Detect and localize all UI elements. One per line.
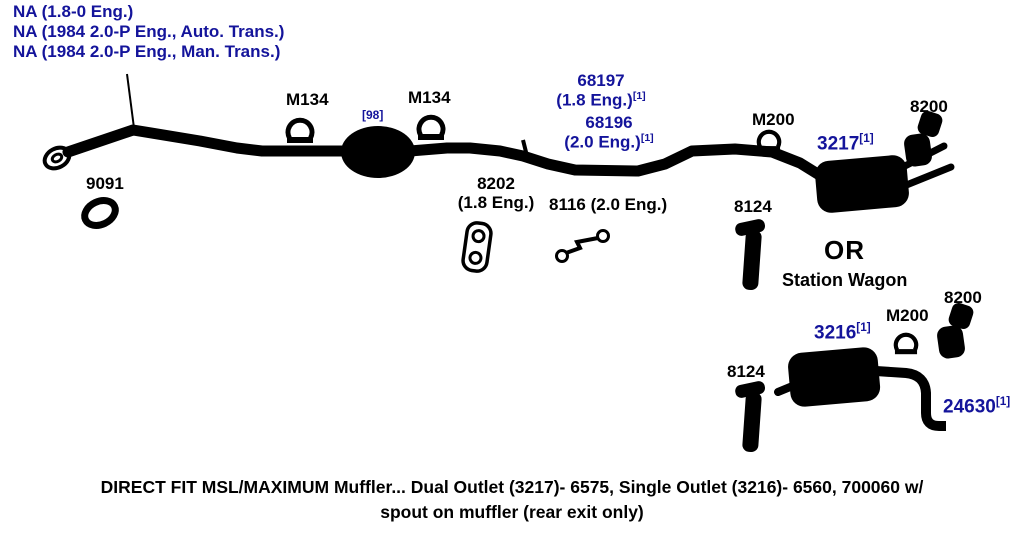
label-8124-top: 8124 [734,197,772,216]
label-68197-engine: (1.8 Eng.)[1] [535,89,667,110]
clamp-m134-right-icon [416,114,446,140]
label-or: OR [824,235,865,265]
label-3217: 3217[1] [817,132,874,155]
drawing-root [42,73,974,453]
label-3217-footnote: [1] [859,132,874,145]
footer-caption-line-2: spout on muffler (rear exit only) [380,502,644,522]
label-9091: 9091 [86,174,124,193]
hanger-8202-icon [461,221,493,273]
label-68197-engine-text: (1.8 Eng.) [556,90,633,110]
label-m200-top: M200 [752,110,795,129]
hanger-8124-top-icon [735,219,766,291]
clamp-m134-left-icon [285,117,315,143]
label-68196-engine-text: (2.0 Eng.) [564,132,641,152]
label-m200-bottom: M200 [886,306,929,325]
label-3216-footnote: [1] [856,321,871,334]
engine-note-3: NA (1984 2.0-P Eng., Man. Trans.) [13,42,281,61]
muffler-3217-icon [815,155,909,213]
label-68196-number: 68196 [585,113,633,132]
engine-note-2: NA (1984 2.0-P Eng., Auto. Trans.) [13,22,285,41]
label-8202-number: 8202 [477,174,515,193]
front-pipe [62,124,351,158]
clamp-m200-bottom-icon [893,332,919,355]
label-68197: 68197 (1.8 Eng.)[1] [535,71,667,110]
label-m134-left: M134 [286,90,329,109]
hanger-8116-icon [555,229,610,263]
label-68197-number: 68197 [577,71,625,90]
label-8200-top: 8200 [910,97,948,116]
label-8124-bottom: 8124 [727,362,765,381]
footer-caption-line-1: DIRECT FIT MSL/MAXIMUM Muffler... Dual O… [100,477,924,497]
label-m134-right: M134 [408,88,451,107]
hanger-8200-bottom-icon [937,303,974,359]
label-3217-number: 3217 [817,133,860,155]
label-3216-number: 3216 [814,322,857,344]
clamp-m200-top-icon [756,129,782,152]
label-8202: 8202 (1.8 Eng.) [443,174,549,212]
leader-line [126,73,135,129]
tailpipe-24630-icon [875,366,946,431]
label-8116: 8116 (2.0 Eng.) [549,195,668,214]
muffler-3216-inlet-stub [774,381,799,396]
label-8202-engine: (1.8 Eng.) [457,192,535,212]
label-3216: 3216[1] [814,321,871,344]
label-68196: 68196 (2.0 Eng.)[1] [543,113,675,152]
engine-note-1: NA (1.8-0 Eng.) [13,2,134,21]
muffler-3216-icon [788,347,881,407]
label-24630: 24630[1] [943,395,1011,418]
intermediate-pipe [404,142,827,182]
pipe-stub [521,139,529,157]
label-station-wagon: Station Wagon [782,270,908,290]
gasket-9091-icon [81,197,119,229]
label-8200-bottom: 8200 [944,288,982,307]
label-68196-engine: (2.0 Eng.)[1] [543,131,675,152]
hanger-8200-top-icon [904,111,943,167]
label-24630-number: 24630 [943,396,996,418]
label-converter-ref: [98] [362,108,384,122]
hanger-8124-bottom-icon [735,381,766,453]
catalytic-converter [341,126,415,178]
label-68196-footnote: [1] [640,131,654,144]
label-24630-footnote: [1] [995,395,1011,408]
label-68197-footnote: [1] [632,89,646,102]
